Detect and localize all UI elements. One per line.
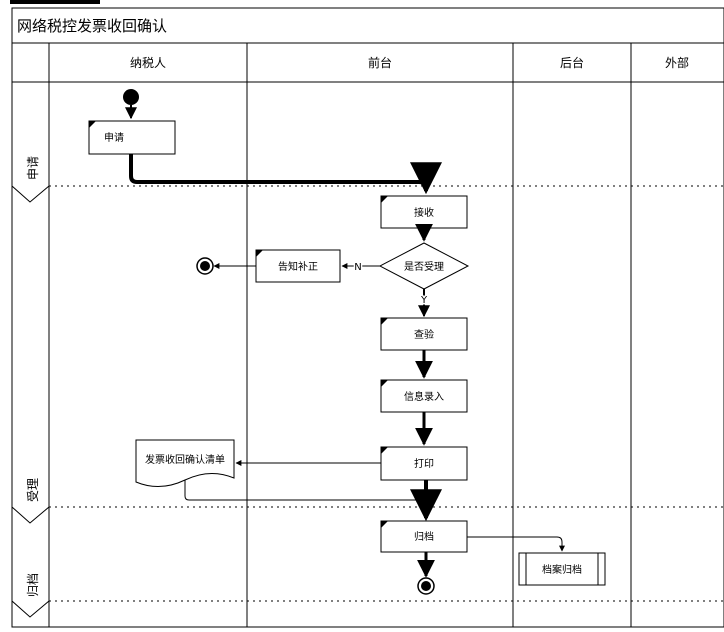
lane-header-front: 前台 — [368, 55, 392, 70]
node-receive: 接收 — [380, 195, 468, 229]
edge-label-no: N — [354, 262, 361, 273]
node-apply: 申请 — [88, 120, 176, 155]
phase-chevron — [11, 202, 50, 524]
svg-text:档案归档: 档案归档 — [542, 563, 582, 576]
cropped-heading — [10, 0, 100, 4]
phase-label-apply: 申请 — [26, 156, 40, 180]
diagram-title: 网络税控发票收回确认 — [17, 17, 167, 35]
svg-text:告知补正: 告知补正 — [278, 260, 318, 273]
end-node-final — [417, 577, 435, 595]
node-document: 发票收回确认清单 — [135, 439, 235, 487]
edge-document-archive — [184, 480, 425, 507]
node-archive-back: 档案归档 — [518, 552, 606, 586]
lane-header-back: 后台 — [560, 55, 584, 70]
edge-archive-back — [467, 536, 565, 552]
svg-text:申请: 申请 — [104, 131, 124, 144]
node-inspect: 查验 — [380, 317, 468, 351]
svg-text:归档: 归档 — [414, 530, 434, 543]
lane-header-external: 外部 — [665, 55, 689, 70]
node-entry: 信息录入 — [380, 379, 468, 413]
phase-chevron — [11, 43, 50, 203]
phase-chevron — [11, 523, 50, 618]
start-node — [123, 89, 139, 105]
svg-text:信息录入: 信息录入 — [404, 390, 444, 403]
end-node-reject — [196, 257, 214, 275]
node-print: 打印 — [380, 446, 468, 481]
svg-text:发票收回确认清单: 发票收回确认清单 — [145, 453, 225, 466]
edge-apply-receive — [129, 154, 442, 195]
phase-label-accept: 受理 — [26, 478, 40, 502]
node-decision: 是否受理 — [378, 242, 470, 290]
lane-header-taxpayer: 纳税人 — [130, 56, 166, 70]
svg-text:接收: 接收 — [414, 206, 434, 219]
edge-label-yes: Y — [420, 295, 428, 306]
phase-label-archive: 归档 — [26, 573, 40, 597]
svg-text:打印: 打印 — [414, 457, 434, 470]
node-archive: 归档 — [380, 520, 468, 553]
node-notify: 告知补正 — [255, 249, 341, 283]
diagram-frame — [11, 7, 724, 628]
svg-text:是否受理: 是否受理 — [404, 261, 444, 273]
svg-text:查验: 查验 — [414, 328, 434, 341]
